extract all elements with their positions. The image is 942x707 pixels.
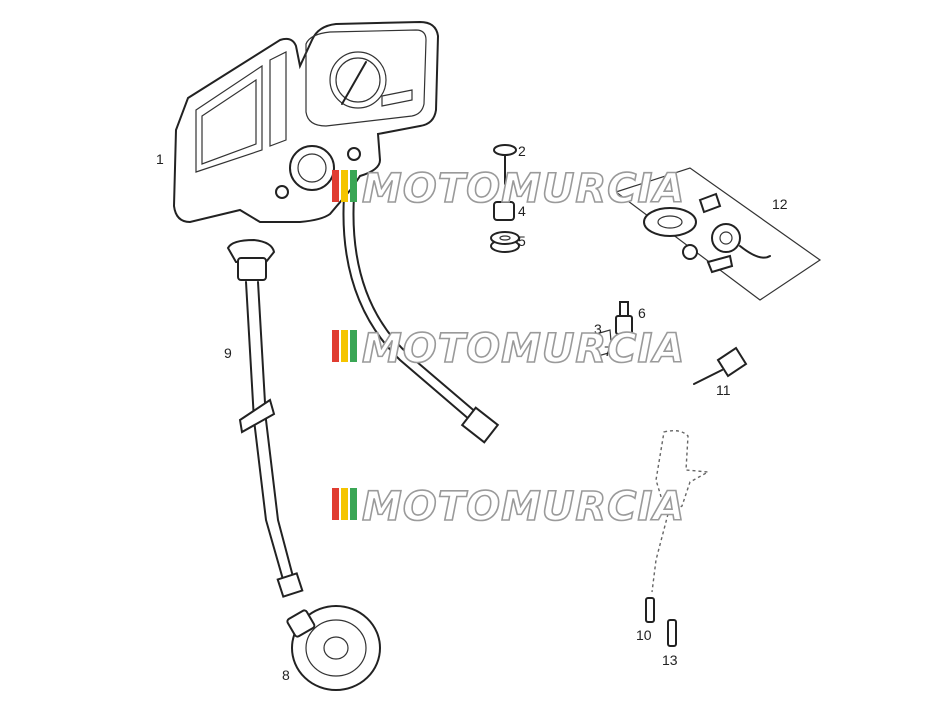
part-number-13: 13 [662,652,678,668]
watermark-stripe-red [332,488,339,520]
grommet-part [490,231,520,253]
watermark-stripe-yellow [341,488,348,520]
instrument-cluster-part [172,20,440,224]
watermark-text: MOTOMURCIA [362,326,685,372]
part-number-10: 10 [636,627,652,643]
sensor-dashed-outline [651,429,711,593]
bulb-socket-part [595,329,613,357]
part-number-5: 5 [518,233,526,249]
part-number-9: 9 [224,345,232,361]
bulb-part [615,301,633,335]
watermark-text: MOTOMURCIA [362,166,685,212]
watermark-bottom: MOTOMURCIA [332,483,685,531]
part-number-1: 1 [156,151,164,167]
screw-part-small [645,597,655,623]
key-part [693,346,748,385]
watermark-stripe-yellow [341,330,348,362]
screw-part-long [667,619,677,647]
screw-part [493,144,517,185]
watermark-stripe-red [332,330,339,362]
spacer-part [493,201,515,221]
watermark-stripe-green [350,488,357,520]
part-number-11: 11 [716,382,731,398]
part-number-2: 2 [518,143,526,159]
watermark-stripe-green [350,170,357,202]
cluster-wire-harness [342,195,500,444]
watermark-text: MOTOMURCIA [362,484,685,530]
speedometer-cable-part [226,238,304,598]
watermark-stripe-green [350,330,357,362]
part-number-12: 12 [772,196,788,212]
watermark-top: MOTOMURCIA [332,165,685,213]
ignition-switch-kit-part [614,167,822,301]
part-number-7: 7 [604,343,612,359]
part-number-6: 6 [638,305,646,321]
part-number-4: 4 [518,203,526,219]
part-number-3: 3 [594,321,602,337]
part-number-8: 8 [282,667,290,683]
speedometer-drive-part [286,605,381,691]
watermark-stripe-yellow [341,170,348,202]
watermark-middle: MOTOMURCIA [332,325,685,373]
watermark-stripe-red [332,170,339,202]
